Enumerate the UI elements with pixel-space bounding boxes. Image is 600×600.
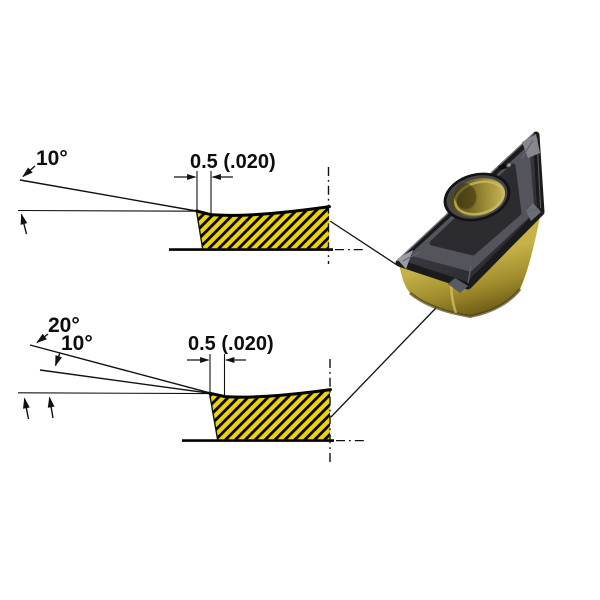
insert-ridge-top [521,139,534,159]
bore-rim-highlight [454,180,505,216]
bore-left-shadow [454,183,477,209]
bottom-width-dimension-label: 0.5 (.020) [188,333,274,355]
insert-photo [395,131,545,319]
leader-line-top-section [329,220,398,266]
insert-ridge-nose [467,265,472,284]
insert-ridge-right [525,208,540,213]
bottom-reference-arrow-2 [47,396,55,419]
insert-flank-face [399,212,541,317]
top-angle-leader-arrow [22,165,36,178]
bottom-outer-angle-line [29,344,210,394]
top-cross-section-hatch [197,206,329,249]
bottom-inner-angle-line [39,369,210,394]
bottom-cross-section-hatch [210,389,330,440]
bottom-reference-arrow-1 [23,397,30,420]
insert-nose-corner-facet [448,278,468,293]
bottom-outer-angle-leader-arrow [36,333,49,344]
bottom-cutting-edge-profile [208,388,332,399]
top-reference-arrow [20,213,28,235]
bottom-edge-profile-diagram: 20° 10° 0.5 (.020) [17,314,364,462]
bottom-inner-angle-leader-arrow [54,352,62,367]
bottom-reference-line [17,392,210,395]
top-cutting-edge-profile [195,205,331,217]
bottom-section-left-edge [208,393,219,440]
top-rake-angle-line [19,179,197,212]
top-edge-profile-diagram: 10° 0.5 (.020) [17,147,364,264]
bottom-inner-angle-label: 10° [61,332,93,355]
top-section-left-edge [195,210,204,249]
insert-surface-mark-light [507,163,511,167]
insert-flank-bottom-shadow [409,288,522,319]
insert-right-corner-facet [526,203,541,221]
top-reference-line [17,209,197,212]
bottom-outer-angle-label: 20° [48,314,80,337]
insert-center-bore [443,172,511,222]
insert-surface-mark-dark [498,164,507,170]
insert-top-corner-facet [522,134,540,158]
top-width-dimension-label: 0.5 (.020) [190,151,276,173]
top-angle-label: 10° [36,147,68,170]
insert-ridge-left [402,251,421,262]
